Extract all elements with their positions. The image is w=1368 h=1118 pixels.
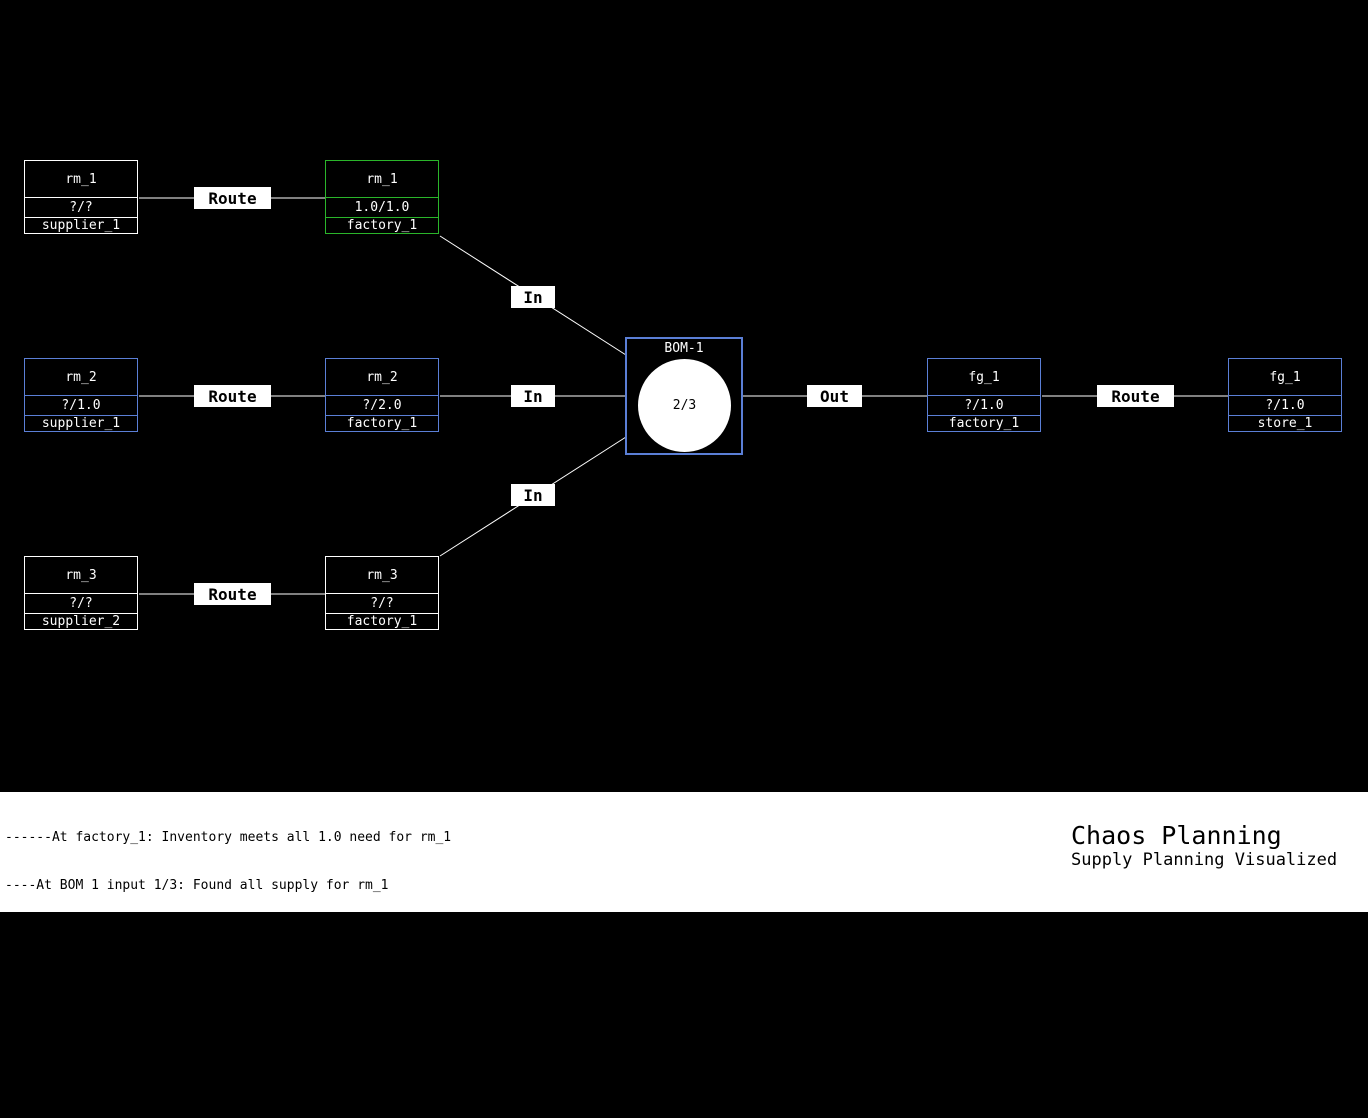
network-canvas: rm_1 ?/? supplier_1 rm_1 1.0/1.0 factory…	[24, 160, 1342, 630]
node-name: fg_1	[1229, 359, 1341, 396]
brand-subtitle: Supply Planning Visualized	[1071, 850, 1338, 870]
node-location: factory_1	[948, 416, 1020, 431]
node-location: supplier_1	[41, 416, 121, 431]
node-rm1-supplier_1[interactable]: rm_1 ?/? supplier_1	[24, 160, 138, 234]
route-edge-label-fg1[interactable]: Route	[1097, 385, 1174, 407]
node-location: supplier_1	[41, 218, 121, 233]
node-rm3-supplier_2[interactable]: rm_3 ?/? supplier_2	[24, 556, 138, 630]
info-panel: ------At factory_1: Inventory meets all …	[0, 792, 1368, 1085]
route-edge-label-rm2[interactable]: Route	[194, 385, 271, 407]
node-name: rm_2	[25, 359, 137, 396]
node-quantity: ?/?	[25, 594, 137, 614]
log-line: ------At factory_1: Searching BodEdge rm…	[5, 1070, 561, 1085]
node-quantity: ?/?	[326, 594, 438, 614]
brand: Chaos Planning Supply Planning Visualize…	[1071, 821, 1338, 871]
node-quantity: 1.0/1.0	[326, 198, 438, 218]
node-location: factory_1	[346, 614, 418, 629]
node-name: rm_1	[25, 161, 137, 198]
node-quantity: ?/1.0	[25, 396, 137, 416]
node-quantity: ?/?	[25, 198, 137, 218]
node-fg1-factory_1[interactable]: fg_1 ?/1.0 factory_1	[927, 358, 1041, 432]
log-line: ------At factory_1: Found 1.0/2.0 invent…	[5, 1022, 412, 1037]
node-location: supplier_2	[41, 614, 121, 629]
route-edge-label-rm1[interactable]: Route	[194, 187, 271, 209]
log-line: ------At factory_1: Searching inventory …	[5, 974, 436, 989]
log-panel: ------At factory_1: Inventory meets all …	[5, 798, 561, 1118]
node-rm2-factory_1[interactable]: rm_2 ?/2.0 factory_1	[325, 358, 439, 432]
bom-progress-circle: 2/3	[638, 359, 731, 452]
node-name: rm_3	[25, 557, 137, 594]
bom-title: BOM-1	[664, 341, 704, 356]
brand-title: Chaos Planning	[1071, 821, 1282, 850]
log-line: ----At BOM 1 input 2/3: Searching for 2.…	[5, 926, 389, 941]
in-edge-label-rm1[interactable]: In	[511, 286, 555, 308]
in-edge-label-rm3[interactable]: In	[511, 484, 555, 506]
node-quantity: ?/1.0	[1229, 396, 1341, 416]
node-quantity: ?/2.0	[326, 396, 438, 416]
route-edge-label-rm3[interactable]: Route	[194, 583, 271, 605]
node-location: factory_1	[346, 218, 418, 233]
out-edge-label-fg1[interactable]: Out	[807, 385, 862, 407]
log-line: ----At BOM 1 input 1/3: Found all supply…	[5, 878, 389, 893]
log-line: ------At factory_1: Inventory meets all …	[5, 830, 452, 845]
node-rm2-supplier_1[interactable]: rm_2 ?/1.0 supplier_1	[24, 358, 138, 432]
node-rm1-factory_1[interactable]: rm_1 1.0/1.0 factory_1	[325, 160, 439, 234]
node-location: factory_1	[346, 416, 418, 431]
bom-node[interactable]: BOM-1 2/3	[625, 337, 743, 455]
node-fg1-store_1[interactable]: fg_1 ?/1.0 store_1	[1228, 358, 1342, 432]
node-name: rm_1	[326, 161, 438, 198]
node-name: rm_2	[326, 359, 438, 396]
node-location: store_1	[1257, 416, 1313, 431]
node-quantity: ?/1.0	[928, 396, 1040, 416]
bom-progress-text: 2/3	[672, 398, 697, 413]
node-name: fg_1	[928, 359, 1040, 396]
node-name: rm_3	[326, 557, 438, 594]
in-edge-label-rm2[interactable]: In	[511, 385, 555, 407]
node-rm3-factory_1[interactable]: rm_3 ?/? factory_1	[325, 556, 439, 630]
